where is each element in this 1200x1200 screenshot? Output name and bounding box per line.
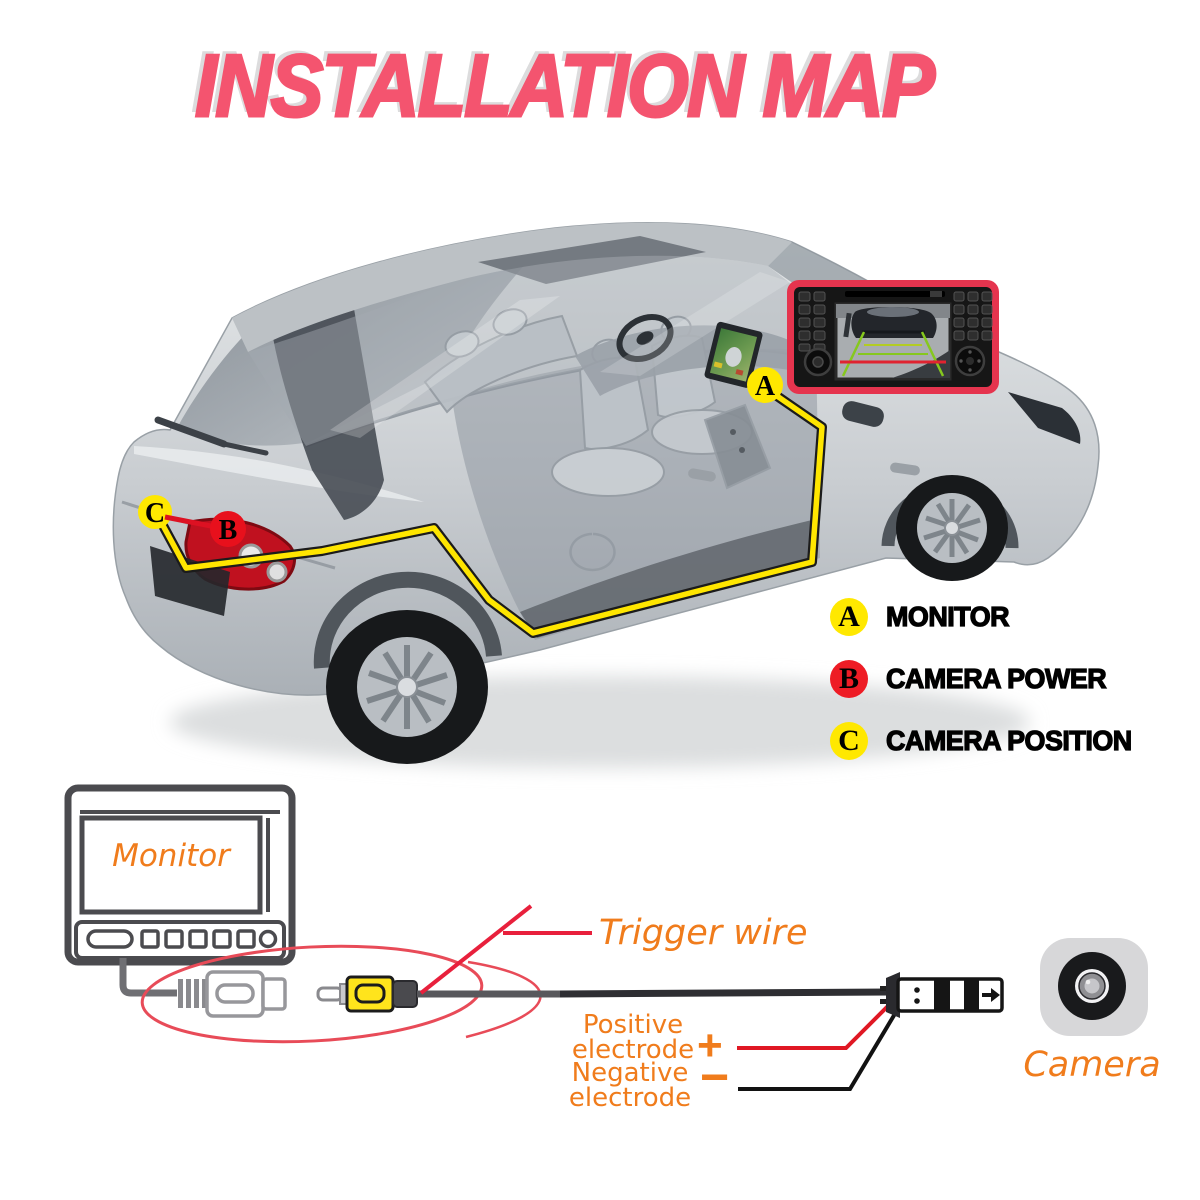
legend-row-camera-position: C CAMERA POSITION — [830, 722, 1160, 760]
dpad-knob — [954, 345, 986, 377]
negative-electrode-label: Negative electrode — [568, 1058, 692, 1113]
legend-row-monitor: A MONITOR — [830, 598, 1160, 636]
camera-label: Camera — [1023, 1045, 1161, 1085]
monitor-button — [140, 929, 160, 949]
side-mirror — [842, 401, 884, 427]
trigger-wire-label: Trigger wire — [599, 913, 808, 953]
head-unit-right-buttons — [953, 291, 993, 341]
marker-c: C — [138, 495, 172, 529]
glass-glare — [330, 296, 560, 438]
door-handle-front — [890, 462, 920, 476]
camera-connector — [880, 972, 1004, 1018]
glass-glare-2 — [600, 272, 790, 376]
headlight — [1008, 392, 1081, 444]
legend-label-camera-power: CAMERA POWER — [885, 662, 1107, 694]
camera-sketch — [1040, 938, 1148, 1036]
marker-b: B — [210, 511, 246, 547]
video-cable-2 — [559, 988, 894, 998]
monitor-button — [236, 929, 256, 949]
monitor-button — [164, 929, 184, 949]
car-interior — [423, 308, 830, 497]
legend-marker-b-icon: B — [830, 660, 868, 698]
rca-male-connector — [316, 975, 418, 1013]
steering-wheel — [616, 313, 674, 363]
legend-marker-a-icon: A — [830, 598, 868, 636]
screen-curb — [892, 350, 950, 378]
negative-wire — [738, 1005, 901, 1091]
wiring-schematic — [64, 784, 1148, 1091]
head-unit-screen — [834, 302, 952, 381]
legend-label-monitor: MONITOR — [885, 600, 1010, 632]
monitor-sketch — [64, 784, 296, 966]
positive-electrode-label: Positive electrode — [571, 1010, 695, 1065]
marker-a: A — [747, 367, 783, 403]
marker-b-letter: B — [219, 515, 238, 546]
license-recess — [150, 546, 230, 616]
marker-a-letter: A — [755, 371, 776, 402]
rear-window — [176, 242, 545, 446]
in-dash-monitor — [704, 321, 763, 388]
marker-c-b-link — [164, 514, 217, 530]
rear-wheel — [313, 571, 502, 764]
legend-label-camera-position: CAMERA POSITION — [885, 724, 1132, 756]
marker-c-letter: C — [145, 498, 165, 529]
fuel-door — [569, 532, 616, 572]
sunroof — [478, 236, 706, 284]
monitor-pill-button — [86, 929, 134, 949]
camera-cable-route — [155, 391, 827, 638]
monitor-round-button — [258, 929, 278, 949]
head-unit — [787, 280, 999, 394]
cd-slot — [845, 291, 945, 297]
trigger-wire-line — [419, 904, 592, 995]
parking-guide-lines — [840, 331, 946, 377]
positive-sign: + — [697, 1021, 723, 1070]
front-wheel — [881, 475, 1019, 581]
monitor-wire — [119, 958, 177, 997]
monitor-button — [212, 929, 232, 949]
rca-female-connector — [178, 970, 287, 1018]
positive-wire — [737, 997, 897, 1050]
negative-sign: − — [700, 1049, 730, 1105]
monitor-button — [188, 929, 208, 949]
side-glass — [248, 255, 908, 446]
rear-wiper — [154, 416, 269, 456]
legend: A MONITOR B CAMERA POWER C CAMERA POSITI… — [830, 598, 1160, 784]
connector-highlight-ellipse — [140, 944, 484, 1044]
page-title: INSTALLATION MAP — [194, 36, 937, 135]
legend-marker-c-icon: C — [830, 722, 868, 760]
legend-row-camera-power: B CAMERA POWER — [830, 660, 1160, 698]
monitor-label: Monitor — [112, 838, 230, 874]
arrow-right-icon — [982, 988, 1000, 1002]
volume-knob — [803, 347, 833, 377]
door-handle-rear — [688, 468, 716, 482]
rear-pillar — [268, 286, 384, 520]
head-unit-left-buttons — [798, 291, 826, 352]
floor-sill — [520, 520, 814, 638]
